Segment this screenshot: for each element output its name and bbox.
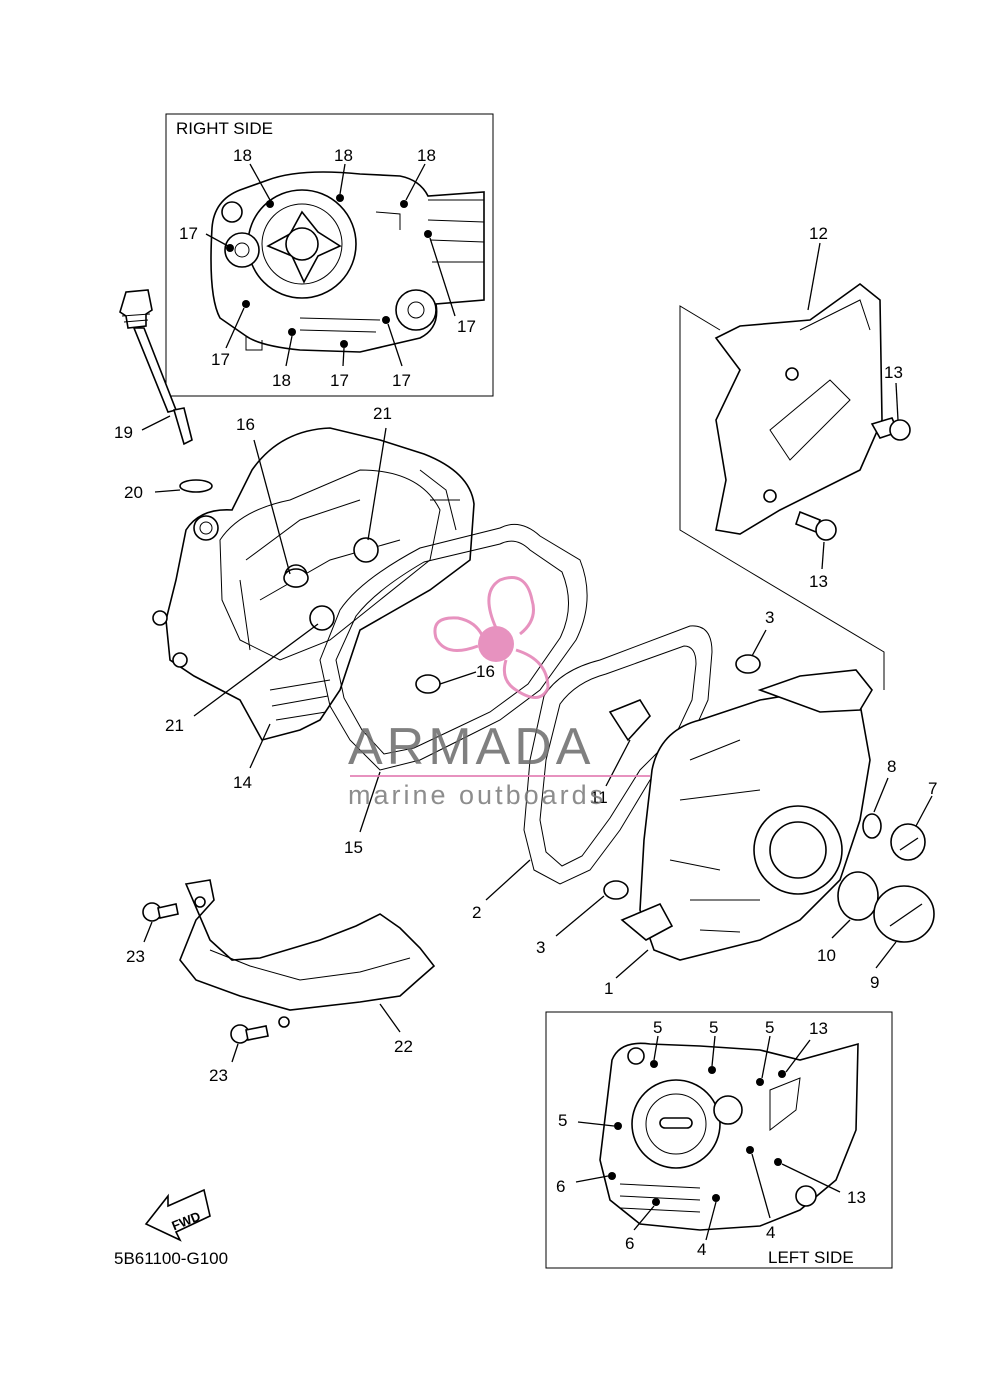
callout-13: 13 <box>809 572 828 591</box>
sprocket-cover <box>714 282 883 535</box>
callout-18: 18 <box>233 146 252 165</box>
callout-17: 17 <box>179 224 198 243</box>
callout-4: 4 <box>766 1223 775 1242</box>
left-side-leaders <box>575 1035 841 1241</box>
callout-23: 23 <box>126 947 145 966</box>
gasket-2 <box>523 625 713 885</box>
left-side-frame <box>545 1011 893 1269</box>
callout-17: 17 <box>211 350 230 369</box>
callout-20: 20 <box>124 483 143 502</box>
gasket-2-inner <box>539 645 697 867</box>
callout-2: 2 <box>472 903 481 922</box>
callout-13: 13 <box>847 1188 866 1207</box>
gasket-15-inner <box>335 540 570 755</box>
callout-18: 18 <box>272 371 291 390</box>
o-ring <box>179 479 213 493</box>
right-side-crankcase-drawing <box>210 171 485 353</box>
bolt <box>795 510 837 541</box>
dowel-pin <box>283 568 309 588</box>
diagram-code: 5B61100-G100 <box>114 1249 228 1268</box>
propeller-logo-icon <box>433 576 550 699</box>
callout-5: 5 <box>709 1018 718 1037</box>
watermark-subtitle: marine outboards <box>348 780 606 810</box>
main-leaders <box>141 242 933 1063</box>
o-ring <box>862 813 882 839</box>
gasket-15 <box>319 523 588 771</box>
dowel-pin <box>415 674 441 694</box>
callout-9: 9 <box>870 973 879 992</box>
left-side-bolt-markers <box>608 1060 786 1206</box>
callout-3: 3 <box>536 938 545 957</box>
bolt <box>230 1024 269 1044</box>
callout-4: 4 <box>697 1240 706 1259</box>
crankcase-cover <box>608 669 873 961</box>
dowel-pin <box>735 654 761 674</box>
fwd-arrow: FWD <box>144 1188 211 1242</box>
callout-13: 13 <box>884 363 903 382</box>
callout-16: 16 <box>236 415 255 434</box>
right-side-inset: RIGHT SIDE <box>165 113 494 397</box>
callout-1: 1 <box>604 979 613 998</box>
armada-watermark: ARMADA marine outboards <box>348 576 650 810</box>
callout-6: 6 <box>556 1177 565 1196</box>
callout-5: 5 <box>653 1018 662 1037</box>
callout-5: 5 <box>765 1018 774 1037</box>
subassembly-bracket <box>679 305 885 690</box>
callout-22: 22 <box>394 1037 413 1056</box>
callout-21: 21 <box>165 716 184 735</box>
callout-13: 13 <box>809 1019 828 1038</box>
callout-6: 6 <box>625 1234 634 1253</box>
left-side-title: LEFT SIDE <box>768 1248 854 1267</box>
dowel-pin <box>603 880 629 900</box>
callout-17: 17 <box>457 317 476 336</box>
callout-18: 18 <box>334 146 353 165</box>
bolt <box>142 902 179 922</box>
callout-19: 19 <box>114 423 133 442</box>
callout-5: 5 <box>558 1111 567 1130</box>
callout-14: 14 <box>233 773 252 792</box>
callout-15: 15 <box>344 838 363 857</box>
callout-21: 21 <box>373 404 392 423</box>
callout-3: 3 <box>765 608 774 627</box>
callout-12: 12 <box>809 224 828 243</box>
right-side-leaders <box>205 163 456 367</box>
callout-17: 17 <box>392 371 411 390</box>
callout-7: 7 <box>928 779 937 798</box>
o-ring <box>837 871 879 921</box>
dipstick <box>119 289 193 446</box>
right-side-frame <box>165 113 494 397</box>
bolt <box>870 417 911 441</box>
callout-16: 16 <box>476 662 495 681</box>
right-side-bolt-markers <box>226 194 432 348</box>
callout-11: 11 <box>590 788 608 807</box>
left-side-crankcase-drawing <box>599 1042 859 1231</box>
guard-bracket <box>179 879 436 1028</box>
callout-8: 8 <box>887 757 896 776</box>
callout-10: 10 <box>817 946 836 965</box>
callout-23: 23 <box>209 1066 228 1085</box>
left-side-inset: LEFT SIDE <box>545 1011 893 1269</box>
plug-9 <box>873 885 935 943</box>
callout-17: 17 <box>330 371 349 390</box>
plug-7 <box>890 823 926 861</box>
right-side-title: RIGHT SIDE <box>176 119 273 138</box>
watermark-title: ARMADA <box>348 718 594 776</box>
callout-18: 18 <box>417 146 436 165</box>
